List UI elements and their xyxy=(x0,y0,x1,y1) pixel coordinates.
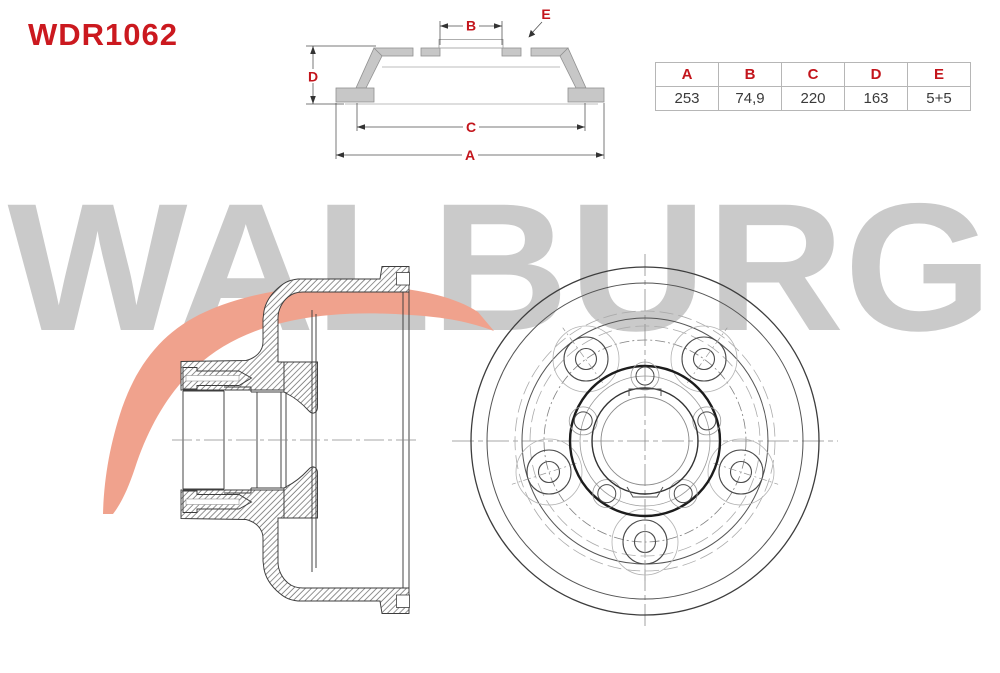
spec-header-cell: D xyxy=(844,62,908,87)
dim-label-a: A xyxy=(465,147,475,163)
stud-boss-group xyxy=(515,325,775,576)
spec-value-cell: 74,9 xyxy=(718,86,782,111)
dim-label-d: D xyxy=(308,69,318,85)
spec-table: A B C D E 253 74,9 220 163 5+5 xyxy=(655,62,971,111)
spec-header-row: A B C D E xyxy=(655,62,971,87)
dimension-diagram: B E D C A xyxy=(305,6,605,163)
spec-value-cell: 220 xyxy=(781,86,845,111)
spec-value-cell: 5+5 xyxy=(907,86,971,111)
spec-header-cell: E xyxy=(907,62,971,87)
hub-flange-circle xyxy=(568,364,722,518)
walburg-watermark: WALBURG xyxy=(8,165,993,369)
spec-value-row: 253 74,9 220 163 5+5 xyxy=(655,86,971,111)
spec-header-cell: B xyxy=(718,62,782,87)
part-number: WDR1062 xyxy=(28,17,178,52)
swoosh-graphic xyxy=(103,285,494,514)
front-view xyxy=(452,254,838,630)
hub-pilot-profile xyxy=(438,39,504,49)
spec-value-cell: 163 xyxy=(844,86,908,111)
left-section-view xyxy=(172,266,420,614)
spec-header-cell: C xyxy=(781,62,845,87)
spec-value-cell: 253 xyxy=(655,86,719,111)
dim-label-c: C xyxy=(466,119,476,135)
dim-label-e: E xyxy=(541,6,550,22)
dim-label-b: B xyxy=(466,18,476,34)
spec-header-cell: A xyxy=(655,62,719,87)
